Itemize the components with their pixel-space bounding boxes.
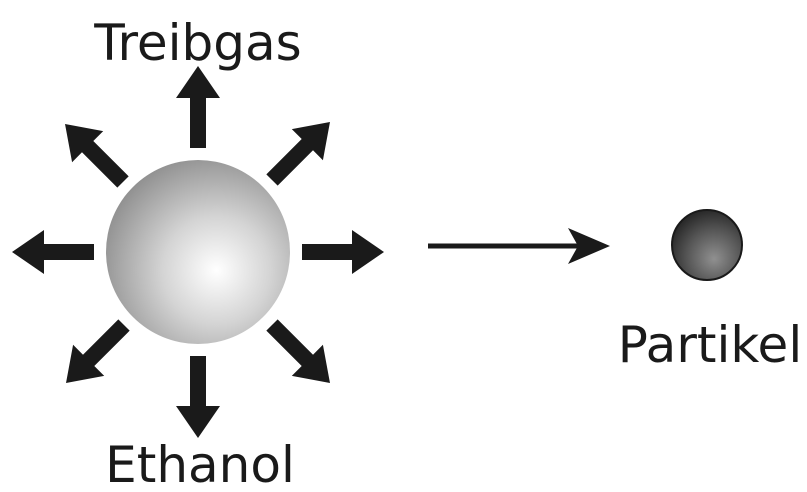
label-ethanol: Ethanol [105,436,295,492]
arrow-right [302,230,384,274]
particle-sphere [671,209,743,281]
arrow-up [176,66,220,148]
arrow-up-right [256,106,346,196]
arrow-left [12,230,94,274]
arrow-down-right [256,309,346,399]
process-arrow [428,228,610,264]
label-treibgas: Treibgas [93,14,301,72]
arrow-down [176,356,220,438]
droplet-sphere [106,160,290,344]
arrow-down-left [50,309,140,399]
label-partikel: Partikel [618,316,802,374]
arrow-up-left [49,108,139,198]
